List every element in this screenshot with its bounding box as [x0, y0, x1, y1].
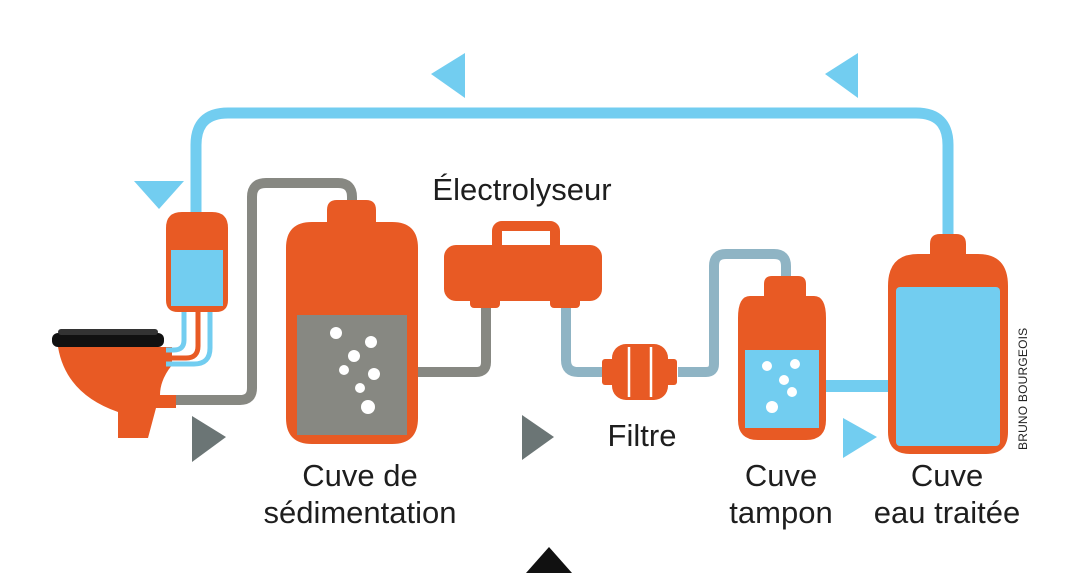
filter	[602, 344, 677, 400]
pipe-to-buffer	[678, 249, 791, 377]
flush-reservoir	[166, 212, 228, 367]
flow-arrow-right-2	[522, 415, 554, 460]
label-cuve-eau-traitee-line2: eau traitée	[873, 495, 1021, 530]
flow-arrow-left-2	[825, 53, 858, 98]
label-filtre: Filtre	[607, 418, 677, 453]
label-cuve-sedimentation-line2: sédimentation	[263, 495, 457, 530]
electrolyser	[444, 221, 602, 308]
grey-pipe-toilet	[176, 178, 357, 405]
flow-arrow-right-1	[192, 416, 226, 462]
label-cuve-tampon-line2: tampon	[729, 495, 833, 530]
buffer-tank	[738, 276, 826, 440]
flow-arrow-right-3	[843, 418, 877, 458]
label-cuve-tampon-line1: Cuve	[744, 458, 818, 493]
treated-water-tank	[888, 234, 1008, 454]
toilet-icon	[52, 329, 176, 438]
flow-arrow-left-1	[431, 53, 465, 98]
photo-credit: BRUNO BOURGEOIS	[1016, 327, 1030, 450]
pipe-to-filter	[561, 300, 606, 377]
grey-pipe-electrolyser	[416, 300, 491, 377]
label-electrolyseur: Électrolyseur	[432, 172, 612, 207]
return-pipe	[190, 107, 954, 245]
sedimentation-tank	[286, 200, 418, 444]
label-cuve-sedimentation-line1: Cuve de	[302, 458, 418, 493]
flow-arrow-down	[134, 181, 184, 209]
label-cuve-eau-traitee-line1: Cuve	[910, 458, 984, 493]
flow-arrow-up	[526, 547, 572, 573]
